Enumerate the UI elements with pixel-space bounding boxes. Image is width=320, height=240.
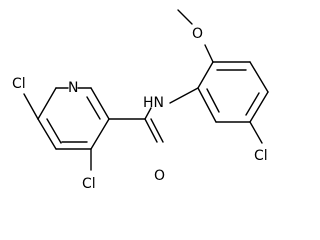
bond: [177, 9, 193, 25]
bond: [90, 87, 110, 120]
amide-nh-label: HN: [143, 95, 164, 111]
nitrogen-label: N: [68, 80, 78, 96]
benzene-ring: [169, 9, 269, 144]
bond: [197, 61, 214, 89]
bond: [197, 87, 217, 123]
substituent-bonds: [23, 93, 164, 171]
bond: [245, 92, 260, 116]
bond: [90, 118, 110, 150]
chlorine-label-bottom: Cl: [82, 176, 96, 192]
bond: [46, 118, 62, 144]
carbonyl-oxygen-label: O: [154, 168, 165, 184]
bond: [23, 93, 39, 120]
bond: [37, 118, 57, 150]
chlorine-label-left: Cl: [12, 76, 26, 92]
bond: [249, 91, 269, 123]
bond: [206, 88, 220, 113]
bond: [204, 44, 214, 63]
pyridine-ring: [37, 87, 110, 150]
bond: [169, 87, 199, 104]
bond: [249, 121, 263, 144]
bond: [144, 107, 152, 120]
bond: [144, 118, 158, 143]
bond: [249, 61, 269, 93]
bond: [150, 118, 164, 143]
bond: [37, 87, 57, 120]
methoxy-oxygen-label: O: [192, 26, 203, 42]
bond: [86, 96, 101, 120]
chlorine-label-right: Cl: [254, 148, 268, 164]
chemical-structure: Cl N Cl HN O O Cl: [12, 9, 269, 192]
